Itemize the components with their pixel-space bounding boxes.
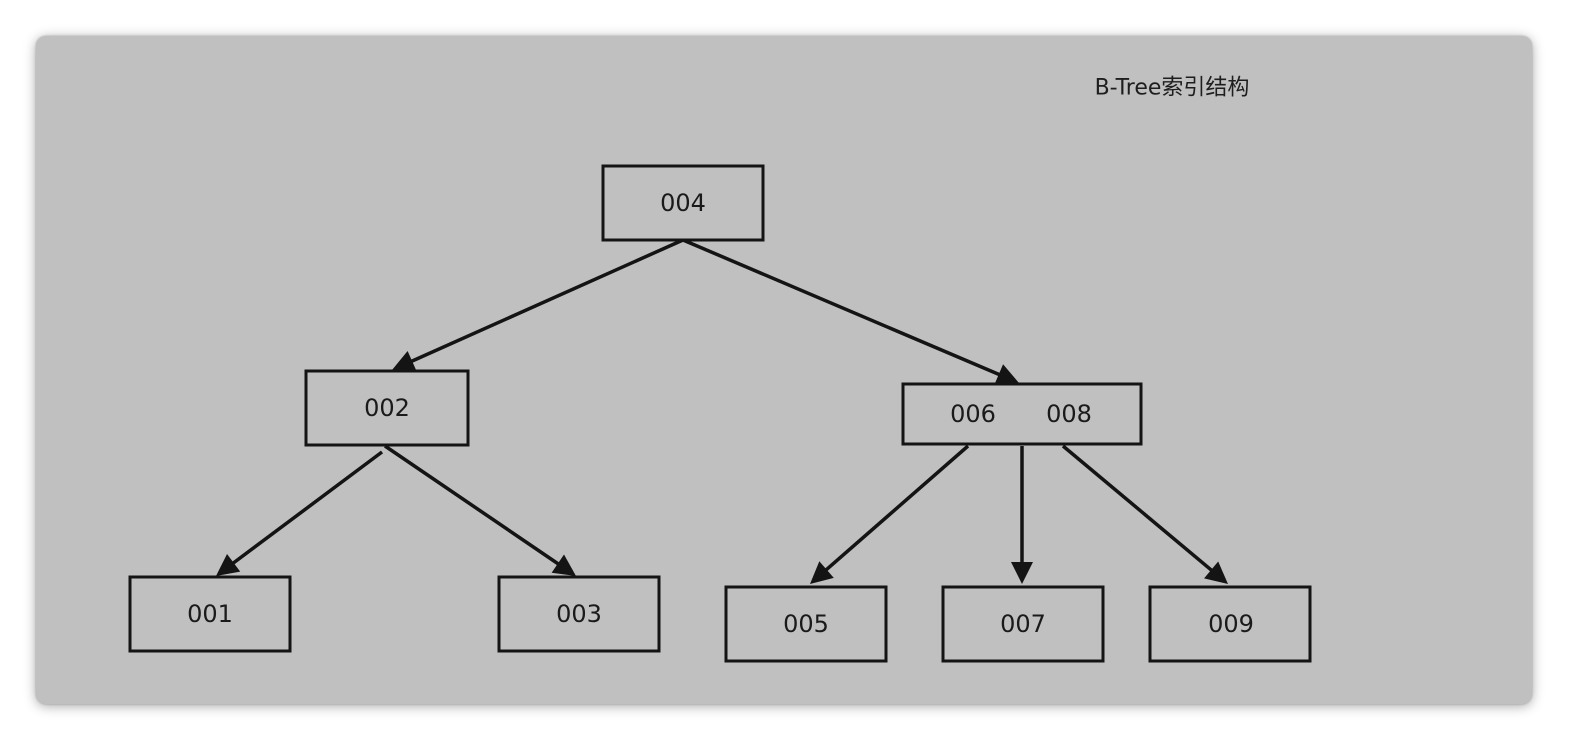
arrowhead-left [392, 350, 417, 372]
edge-right-to-leaf5 [823, 444, 970, 573]
node-right-key-1: 006 [950, 400, 996, 428]
node-left-key: 002 [364, 394, 410, 422]
edges-group [216, 238, 1228, 584]
diagram-title: B-Tree索引结构 [1095, 76, 1250, 101]
node-left-box [304, 369, 470, 447]
node-leaf9: 009 [1148, 585, 1312, 663]
edge-root-to-left [409, 238, 684, 364]
node-right-box [901, 382, 1143, 446]
node-leaf3-box [497, 575, 661, 653]
node-left: 002 [304, 369, 470, 447]
node-leaf9-box [1148, 585, 1312, 663]
node-leaf5: 005 [724, 585, 888, 663]
node-leaf7: 007 [941, 585, 1105, 663]
arrowhead-leaf5 [810, 561, 834, 584]
node-leaf7-key: 007 [1000, 610, 1046, 638]
arrowhead-leaf3 [551, 554, 576, 576]
node-leaf1-box [128, 575, 292, 653]
node-root-box [601, 164, 765, 242]
node-leaf7-box [941, 585, 1105, 663]
node-root: 004 [601, 164, 765, 242]
node-leaf1-key: 001 [187, 600, 233, 628]
node-leaf5-key: 005 [783, 610, 829, 638]
node-leaf1: 001 [128, 575, 292, 653]
edge-left-to-leaf1 [230, 450, 384, 566]
arrowhead-leaf9 [1204, 561, 1228, 584]
node-leaf3: 003 [497, 575, 661, 653]
node-leaf9-key: 009 [1208, 610, 1254, 638]
node-right-key-2: 008 [1046, 400, 1092, 428]
arrowhead-leaf7 [1011, 562, 1033, 584]
node-leaf3-key: 003 [556, 600, 602, 628]
arrowhead-leaf1 [216, 554, 241, 576]
edge-left-to-leaf3 [384, 444, 561, 567]
edge-root-to-right [682, 238, 1002, 377]
edge-right-to-leaf9 [1061, 444, 1214, 573]
node-leaf5-box [724, 585, 888, 663]
node-root-key: 004 [660, 189, 706, 217]
arrowhead-right [994, 364, 1019, 385]
node-right: 006 008 [901, 382, 1143, 446]
